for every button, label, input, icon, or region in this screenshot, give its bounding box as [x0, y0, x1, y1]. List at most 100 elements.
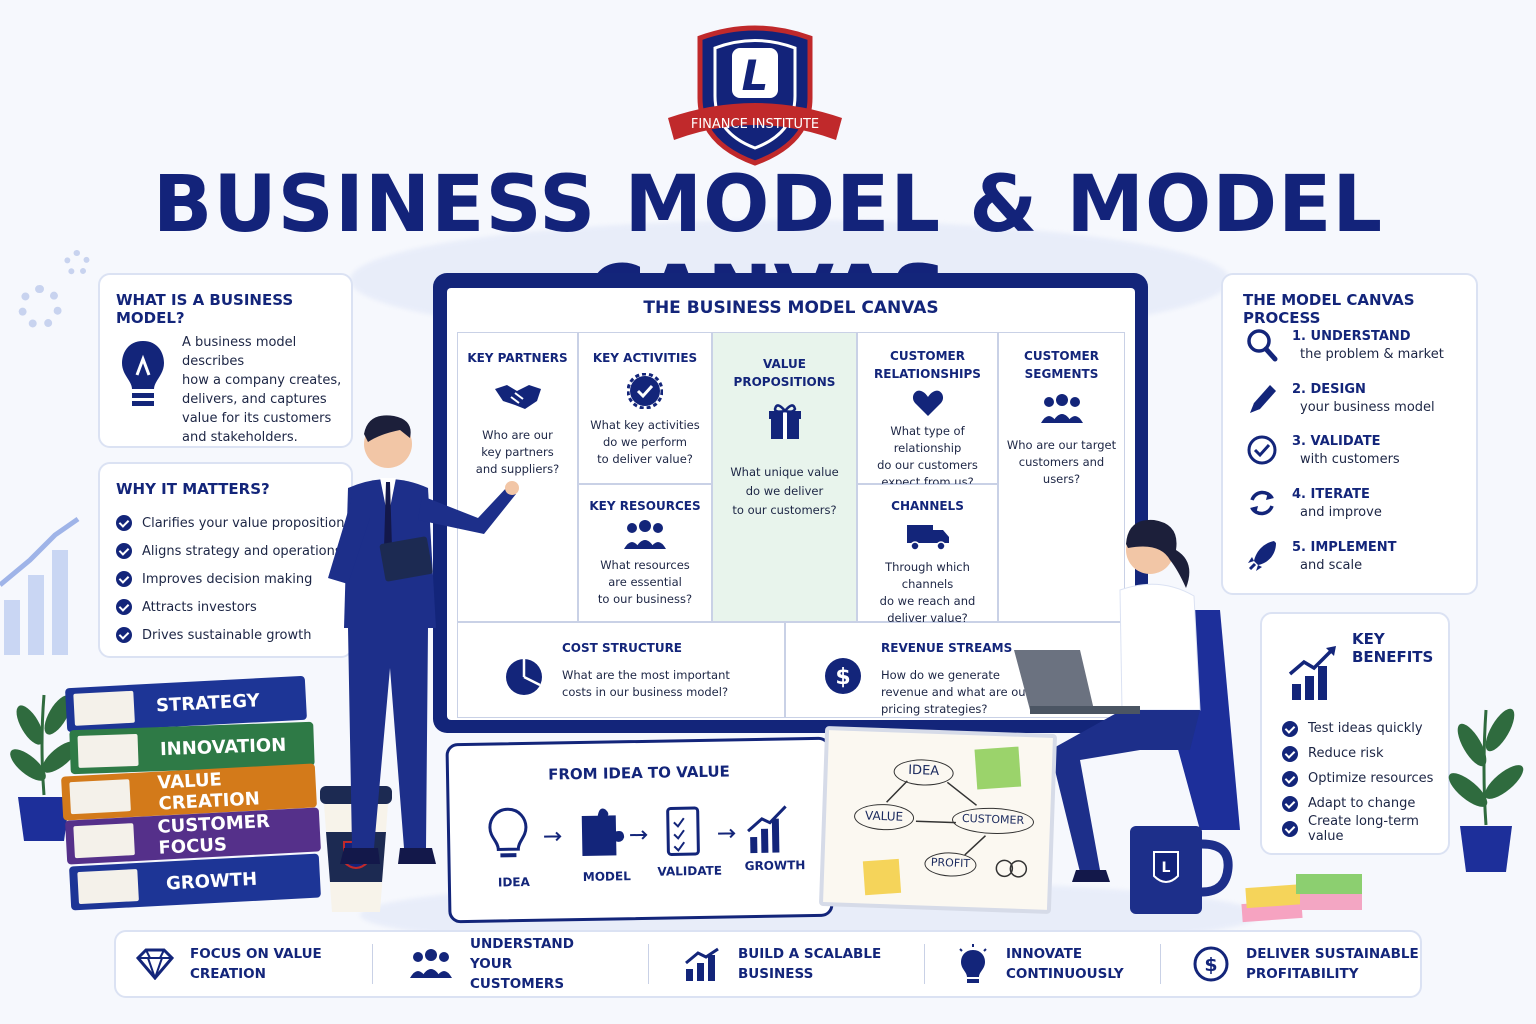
divider: [924, 944, 925, 984]
text-line: Through which channels: [885, 560, 970, 591]
text-line: do our customers: [877, 458, 978, 472]
step-label: 5. IMPLEMENT: [1292, 540, 1397, 555]
list-item: Drives sustainable growth: [116, 621, 344, 649]
step-sub: and improve: [1300, 505, 1382, 520]
book-pages: [77, 733, 139, 768]
text-line: to our customers?: [732, 503, 837, 517]
lightbulb-icon: [959, 944, 987, 983]
text-line: users?: [1042, 472, 1081, 486]
idea-to-value-card: FROM IDEA TO VALUE IDEA MODEL VALIDATE G…: [445, 736, 834, 924]
text-line: CUSTOMERS: [470, 976, 565, 992]
list-item-text: Improves decision making: [142, 571, 313, 587]
cell-title: VALUE PROPOSITIONS: [713, 355, 856, 391]
list-item: Attracts investors: [116, 593, 344, 621]
divider: [648, 944, 649, 984]
text-line: and stakeholders.: [182, 430, 298, 445]
cycle-icon: [1250, 490, 1274, 516]
check-icon: [116, 599, 132, 615]
text-line: are essential: [608, 575, 682, 589]
text-line: A business model describes: [182, 335, 297, 369]
text-line: value for its customers: [182, 411, 332, 426]
whiteboard-sketch: IDEA VALUE CUSTOMER PROFIT: [818, 726, 1058, 914]
check-icon: [1282, 745, 1298, 762]
text-line: customers and: [1018, 455, 1105, 469]
cell-text: Who are our key partners and suppliers?: [458, 427, 577, 478]
check-icon: [1282, 795, 1298, 812]
gear-icon: [64, 250, 90, 276]
list-item-text: Attracts investors: [142, 599, 257, 615]
check-circle-icon: [1247, 435, 1277, 465]
cell-title: CHANNELS: [891, 499, 964, 513]
list-item: Aligns strategy and operations: [116, 537, 344, 565]
text-line: What resources: [600, 558, 690, 572]
text-line: Who are our: [482, 428, 553, 442]
text-line: UNDERSTAND YOUR: [470, 936, 574, 972]
cell-value-propositions: VALUE PROPOSITIONS What unique value do …: [712, 332, 857, 622]
book-label: VALUE CREATION: [156, 769, 261, 815]
clipboard-icon: [666, 806, 700, 856]
cell-title: REVENUE STREAMS: [881, 641, 1013, 655]
list-item-text: Create long-term value: [1308, 813, 1419, 844]
cell-title: CUSTOMER SEGMENTS: [999, 347, 1124, 383]
book-pages: [73, 690, 135, 726]
diamond-icon: [136, 948, 174, 980]
text-line: pricing strategies?: [881, 702, 988, 716]
what-is-description: A business model describes how a company…: [182, 333, 347, 447]
text-line: DELIVER SUSTAINABLE: [1246, 946, 1419, 962]
growth-chart-icon: [747, 805, 787, 854]
svg-text:$: $: [1204, 954, 1217, 976]
text-line: do we reach and: [879, 594, 976, 608]
book-label: CUSTOMER FOCUS: [156, 810, 271, 859]
what-is-title: WHAT IS A BUSINESS MODEL?: [116, 291, 294, 327]
list-item-text: Clarifies your value proposition: [142, 515, 345, 531]
people-icon: [410, 949, 452, 978]
cell-key-partners: KEY PARTNERS Who are our key partners an…: [457, 332, 578, 622]
dollar-coin-icon: $: [1193, 946, 1229, 982]
benefits-title: KEY BENEFITS: [1352, 630, 1434, 666]
cell-customer-segments: CUSTOMER SEGMENTS Who are our target cus…: [998, 332, 1125, 622]
step-label: 4. ITERATE: [1292, 487, 1370, 502]
lightbulb-icon: [122, 341, 164, 406]
book-label: STRATEGY: [155, 689, 261, 717]
step-label: 3. VALIDATE: [1292, 434, 1381, 449]
text-line: BUILD A SCALABLE: [738, 946, 882, 962]
cell-title: COST STRUCTURE: [562, 641, 682, 655]
check-icon: [116, 543, 132, 559]
text-line: What unique value: [730, 465, 839, 479]
puzzle-icon: [581, 808, 625, 856]
why-matters-list: Clarifies your value proposition Aligns …: [116, 509, 344, 649]
people-icon: [1040, 394, 1083, 423]
text-line: What type of relationship: [890, 424, 965, 455]
arrow-icon: [718, 828, 736, 839]
text-line: What are the most important: [562, 668, 730, 682]
idea-to-value-icons: [488, 805, 787, 858]
book-pages: [69, 779, 131, 815]
cell-title: KEY RESOURCES: [589, 499, 701, 513]
check-icon: [116, 515, 132, 531]
cell-text: What type of relationship do our custome…: [858, 423, 997, 491]
bottom-bar-item: UNDERSTAND YOUR CUSTOMERS: [408, 932, 620, 996]
text-line: Who are our target: [1006, 438, 1117, 452]
list-item-text: Reduce risk: [1308, 746, 1384, 761]
text-line: INNOVATE: [1006, 946, 1083, 962]
check-icon: [116, 571, 132, 587]
step-label: 1. UNDERSTAND: [1292, 329, 1411, 344]
text-line: delivers, and captures: [182, 392, 327, 407]
text-line: to deliver value?: [597, 452, 693, 466]
step-label: 2. DESIGN: [1292, 382, 1366, 397]
title-line: CUSTOMER: [1024, 349, 1099, 363]
list-item: Optimize resources: [1282, 766, 1448, 791]
background-bar-chart: [0, 516, 80, 655]
text-line: do we perform: [602, 435, 688, 449]
text-line: revenue and what are our: [881, 685, 1031, 699]
pie-chart-icon: [506, 659, 542, 695]
title-line: SEGMENTS: [1024, 367, 1099, 381]
svg-text:L: L: [742, 51, 769, 100]
benefits-list: Test ideas quickly Reduce risk Optimize …: [1282, 716, 1448, 844]
